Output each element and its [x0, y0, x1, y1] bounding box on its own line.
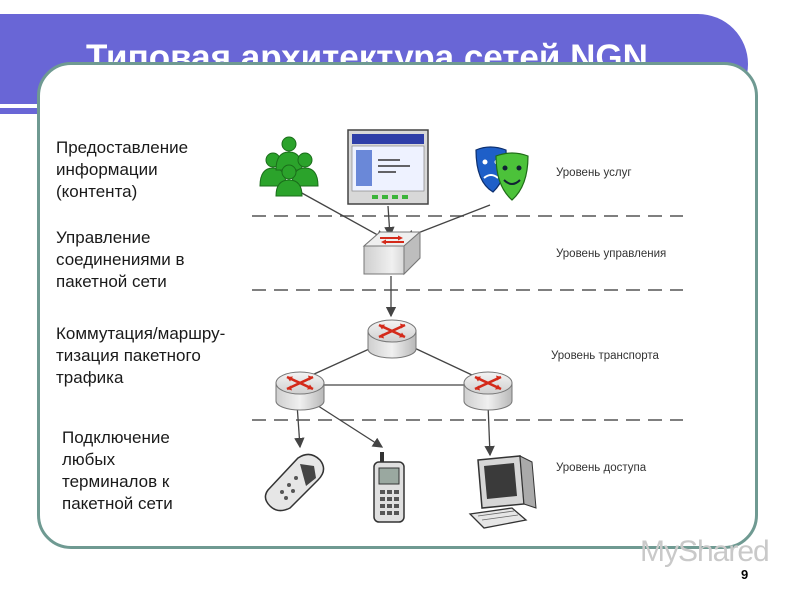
application-window-icon: [347, 129, 429, 205]
label-connection-control: Управление соединениями в пакетной сети: [56, 228, 185, 291]
page-number: 9: [741, 567, 749, 582]
cell-phone-icon: [373, 452, 405, 523]
theater-masks-icon: [475, 146, 529, 201]
switch-icon: [362, 230, 422, 276]
level-transport: Уровень транспорта: [551, 350, 660, 362]
router-icon: [274, 370, 326, 412]
level-control: Уровень управления: [556, 248, 666, 260]
label-terminal-access: Подключение любых терминалов к пакетной …: [62, 428, 173, 513]
label-switching-routing: Коммутация/маршру- тизация пакетного тра…: [56, 324, 226, 387]
level-access: Уровень доступа: [556, 462, 647, 474]
watermark: MyShared: [640, 535, 770, 568]
users-group-icon: [259, 136, 319, 197]
router-icon: [366, 318, 418, 360]
computer-terminal-icon: [468, 455, 537, 529]
level-services: Уровень услуг: [556, 167, 632, 179]
router-icon: [462, 370, 514, 412]
label-content-provision: Предоставление информации (контента): [56, 138, 189, 201]
mobile-phone-icon: [264, 453, 325, 512]
